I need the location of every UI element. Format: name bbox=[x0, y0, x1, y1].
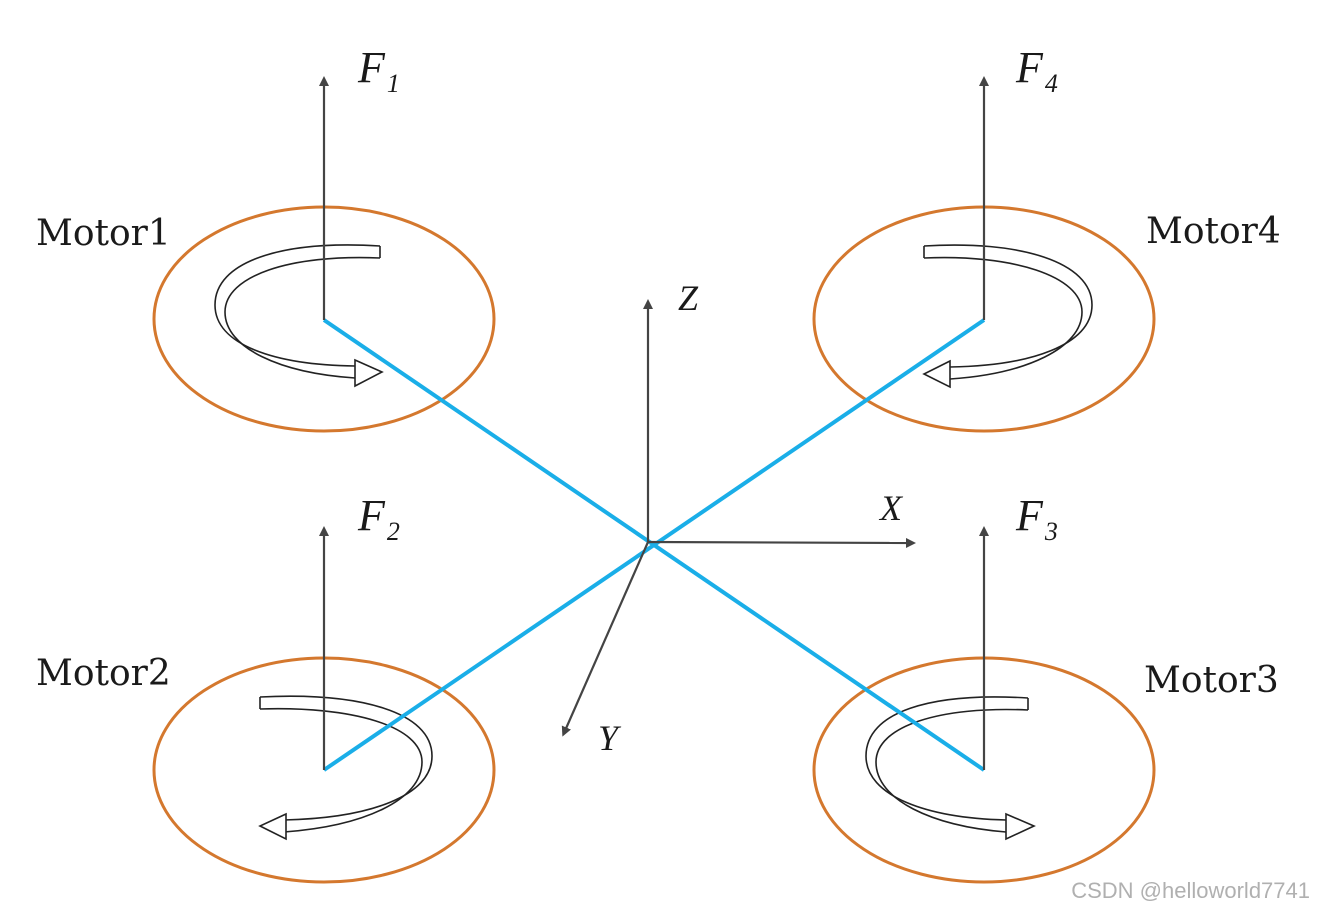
rotation-arrow-motor3 bbox=[865, 696, 1036, 841]
motor2-label: Motor2 bbox=[36, 653, 171, 694]
force-f4-label: F4 bbox=[1015, 43, 1058, 98]
arm-motor4-motor2 bbox=[322, 318, 986, 772]
force-f3-label: F3 bbox=[1015, 491, 1058, 546]
z-axis-label: Z bbox=[678, 278, 699, 318]
x-axis-label: X bbox=[878, 488, 904, 528]
force-f2-label: F2 bbox=[357, 491, 400, 546]
rotation-arrow-motor1 bbox=[214, 244, 384, 388]
motor3-label: Motor3 bbox=[1144, 660, 1279, 701]
watermark: CSDN @helloworld7741 bbox=[1071, 878, 1310, 903]
y-axis bbox=[561, 541, 650, 737]
y-axis-label: Y bbox=[598, 718, 622, 758]
force-f1-label: F1 bbox=[357, 43, 400, 98]
rotation-arrow-motor4 bbox=[922, 244, 1093, 389]
motor1-label: Motor1 bbox=[36, 213, 171, 254]
x-axis bbox=[647, 537, 916, 548]
motor4-label: Motor4 bbox=[1146, 211, 1281, 252]
rotation-arrow-motor2 bbox=[258, 695, 433, 841]
